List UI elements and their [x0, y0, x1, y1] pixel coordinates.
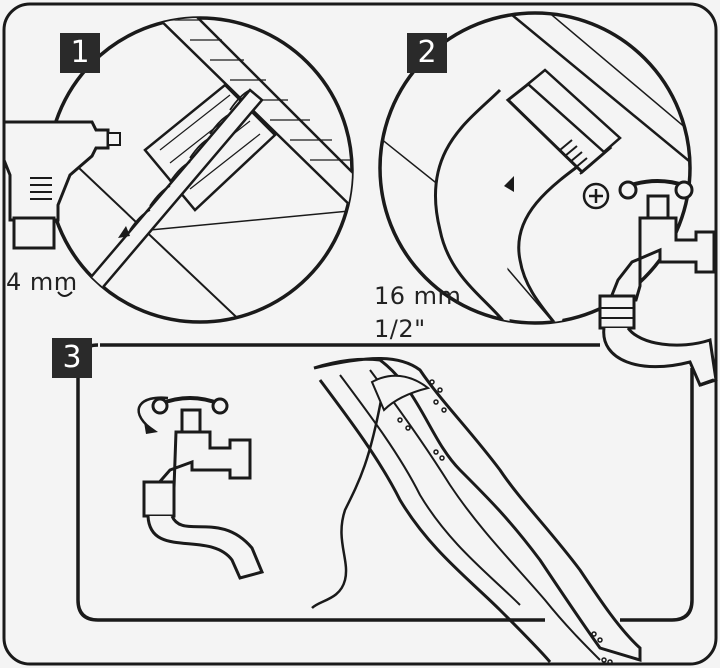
water-droplets — [397, 379, 613, 665]
hose-section — [433, 88, 601, 323]
step-3-illustration — [76, 343, 715, 665]
water-splash — [370, 374, 431, 412]
power-drill — [2, 120, 121, 250]
measure-brace — [57, 291, 73, 297]
hose-clamp — [505, 68, 622, 210]
water-tap-step-3 — [137, 396, 265, 580]
playground-slide — [313, 357, 642, 665]
drill-diameter-label: 4 mm — [6, 268, 78, 296]
step-2-badge: 2 — [407, 33, 447, 73]
hose-diameter-imperial-label: 1/2" — [374, 315, 426, 343]
water-tap-step-2 — [598, 179, 718, 387]
step-1-illustration — [2, 16, 354, 324]
garden-hose — [311, 394, 384, 609]
step-2-illustration — [378, 11, 718, 387]
step-3-badge: 3 — [52, 338, 92, 378]
step-1-badge: 1 — [60, 33, 100, 73]
wood-slat-top — [146, 18, 352, 218]
hose-diameter-label: 16 mm — [374, 282, 462, 310]
